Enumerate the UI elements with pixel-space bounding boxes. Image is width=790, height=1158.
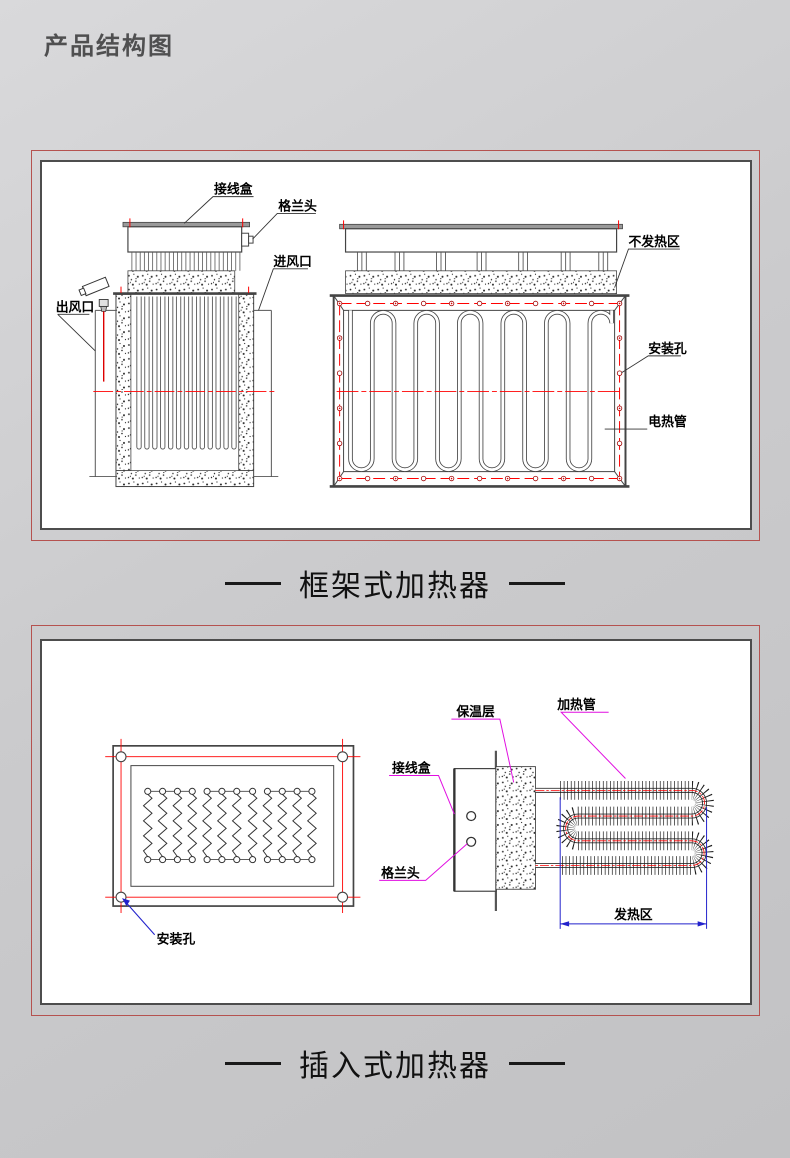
label-mounting-hole: 安装孔	[157, 932, 196, 947]
label-insulation-layer: 保温层	[455, 704, 495, 719]
gland-hole	[466, 810, 477, 822]
label-junction-box: 接线盒	[214, 182, 253, 197]
heating-tubes-side	[136, 296, 237, 450]
tube-fins	[556, 780, 714, 875]
label-gland-head: 格兰头	[278, 198, 317, 213]
page-title: 产品结构图	[44, 33, 174, 60]
gland-fitting	[241, 232, 254, 247]
caption-insert-heater: 插入式加热器	[0, 1040, 790, 1086]
caption-frame-heater: 框架式加热器	[0, 560, 790, 606]
gland-hole	[466, 836, 477, 847]
caption-text: 插入式加热器	[299, 1050, 491, 1083]
frame-heater-figure: 接线盒 格兰头 进风口 出风口	[40, 160, 752, 530]
junction-box	[344, 228, 618, 253]
label-gland-head: 格兰头	[381, 865, 420, 880]
label-heating-tube: 电热管	[648, 414, 687, 429]
figure-frame-1	[31, 150, 760, 541]
insert-front-view: 安装孔	[105, 738, 361, 947]
caption-dash	[509, 581, 565, 585]
insulation-block	[127, 270, 236, 294]
heater-frame	[332, 294, 627, 488]
heating-tubes-front	[348, 310, 614, 472]
junction-box-lid	[339, 223, 623, 230]
temperature-sensor	[78, 276, 110, 382]
corner-mounting-holes	[115, 751, 349, 903]
label-air-outlet: 出风口	[56, 299, 95, 314]
front-view-drawing: 不发热区 安装孔 电热管	[329, 220, 687, 488]
label-heating-zone: 发热区	[613, 907, 653, 922]
caption-text: 框架式加热器	[299, 570, 491, 603]
figure-frame-2	[31, 625, 760, 1016]
finned-heating-tube	[535, 780, 714, 875]
duct-flanges	[89, 309, 279, 478]
label-non-heating-zone: 不发热区	[628, 234, 680, 249]
caption-dash	[509, 1061, 565, 1065]
frame-heater-drawing: 接线盒 格兰头 进风口 出风口	[56, 182, 687, 488]
label-mounting-hole: 安装孔	[648, 341, 687, 356]
insulation-band	[345, 270, 617, 294]
insulation-layer-block	[495, 766, 536, 890]
terminal-pins	[356, 252, 609, 271]
side-view-drawing: 接线盒 格兰头 进风口 出风口	[56, 182, 317, 488]
caption-dash	[225, 1061, 281, 1065]
label-heating-tube: 加热管	[556, 697, 596, 712]
junction-box	[127, 226, 243, 253]
insert-heater-drawing: 安装孔 发热区 保温层 加热管 接线盒 格兰头	[105, 697, 714, 947]
junction-box-lid	[122, 221, 250, 228]
label-junction-box: 接线盒	[392, 761, 431, 776]
terminal-pins	[131, 252, 241, 271]
junction-box	[453, 767, 497, 892]
insert-side-view: 发热区 保温层 加热管 接线盒 格兰头	[379, 697, 714, 929]
mounting-hole-ring	[336, 300, 623, 482]
heating-zone-dimension	[559, 797, 708, 929]
caption-dash	[225, 581, 281, 585]
mounting-plate	[112, 745, 355, 907]
insert-heater-figure: 安装孔 发热区 保温层 加热管 接线盒 格兰头	[40, 639, 752, 1005]
label-air-inlet: 进风口	[273, 254, 312, 269]
coil-elements	[142, 787, 317, 864]
